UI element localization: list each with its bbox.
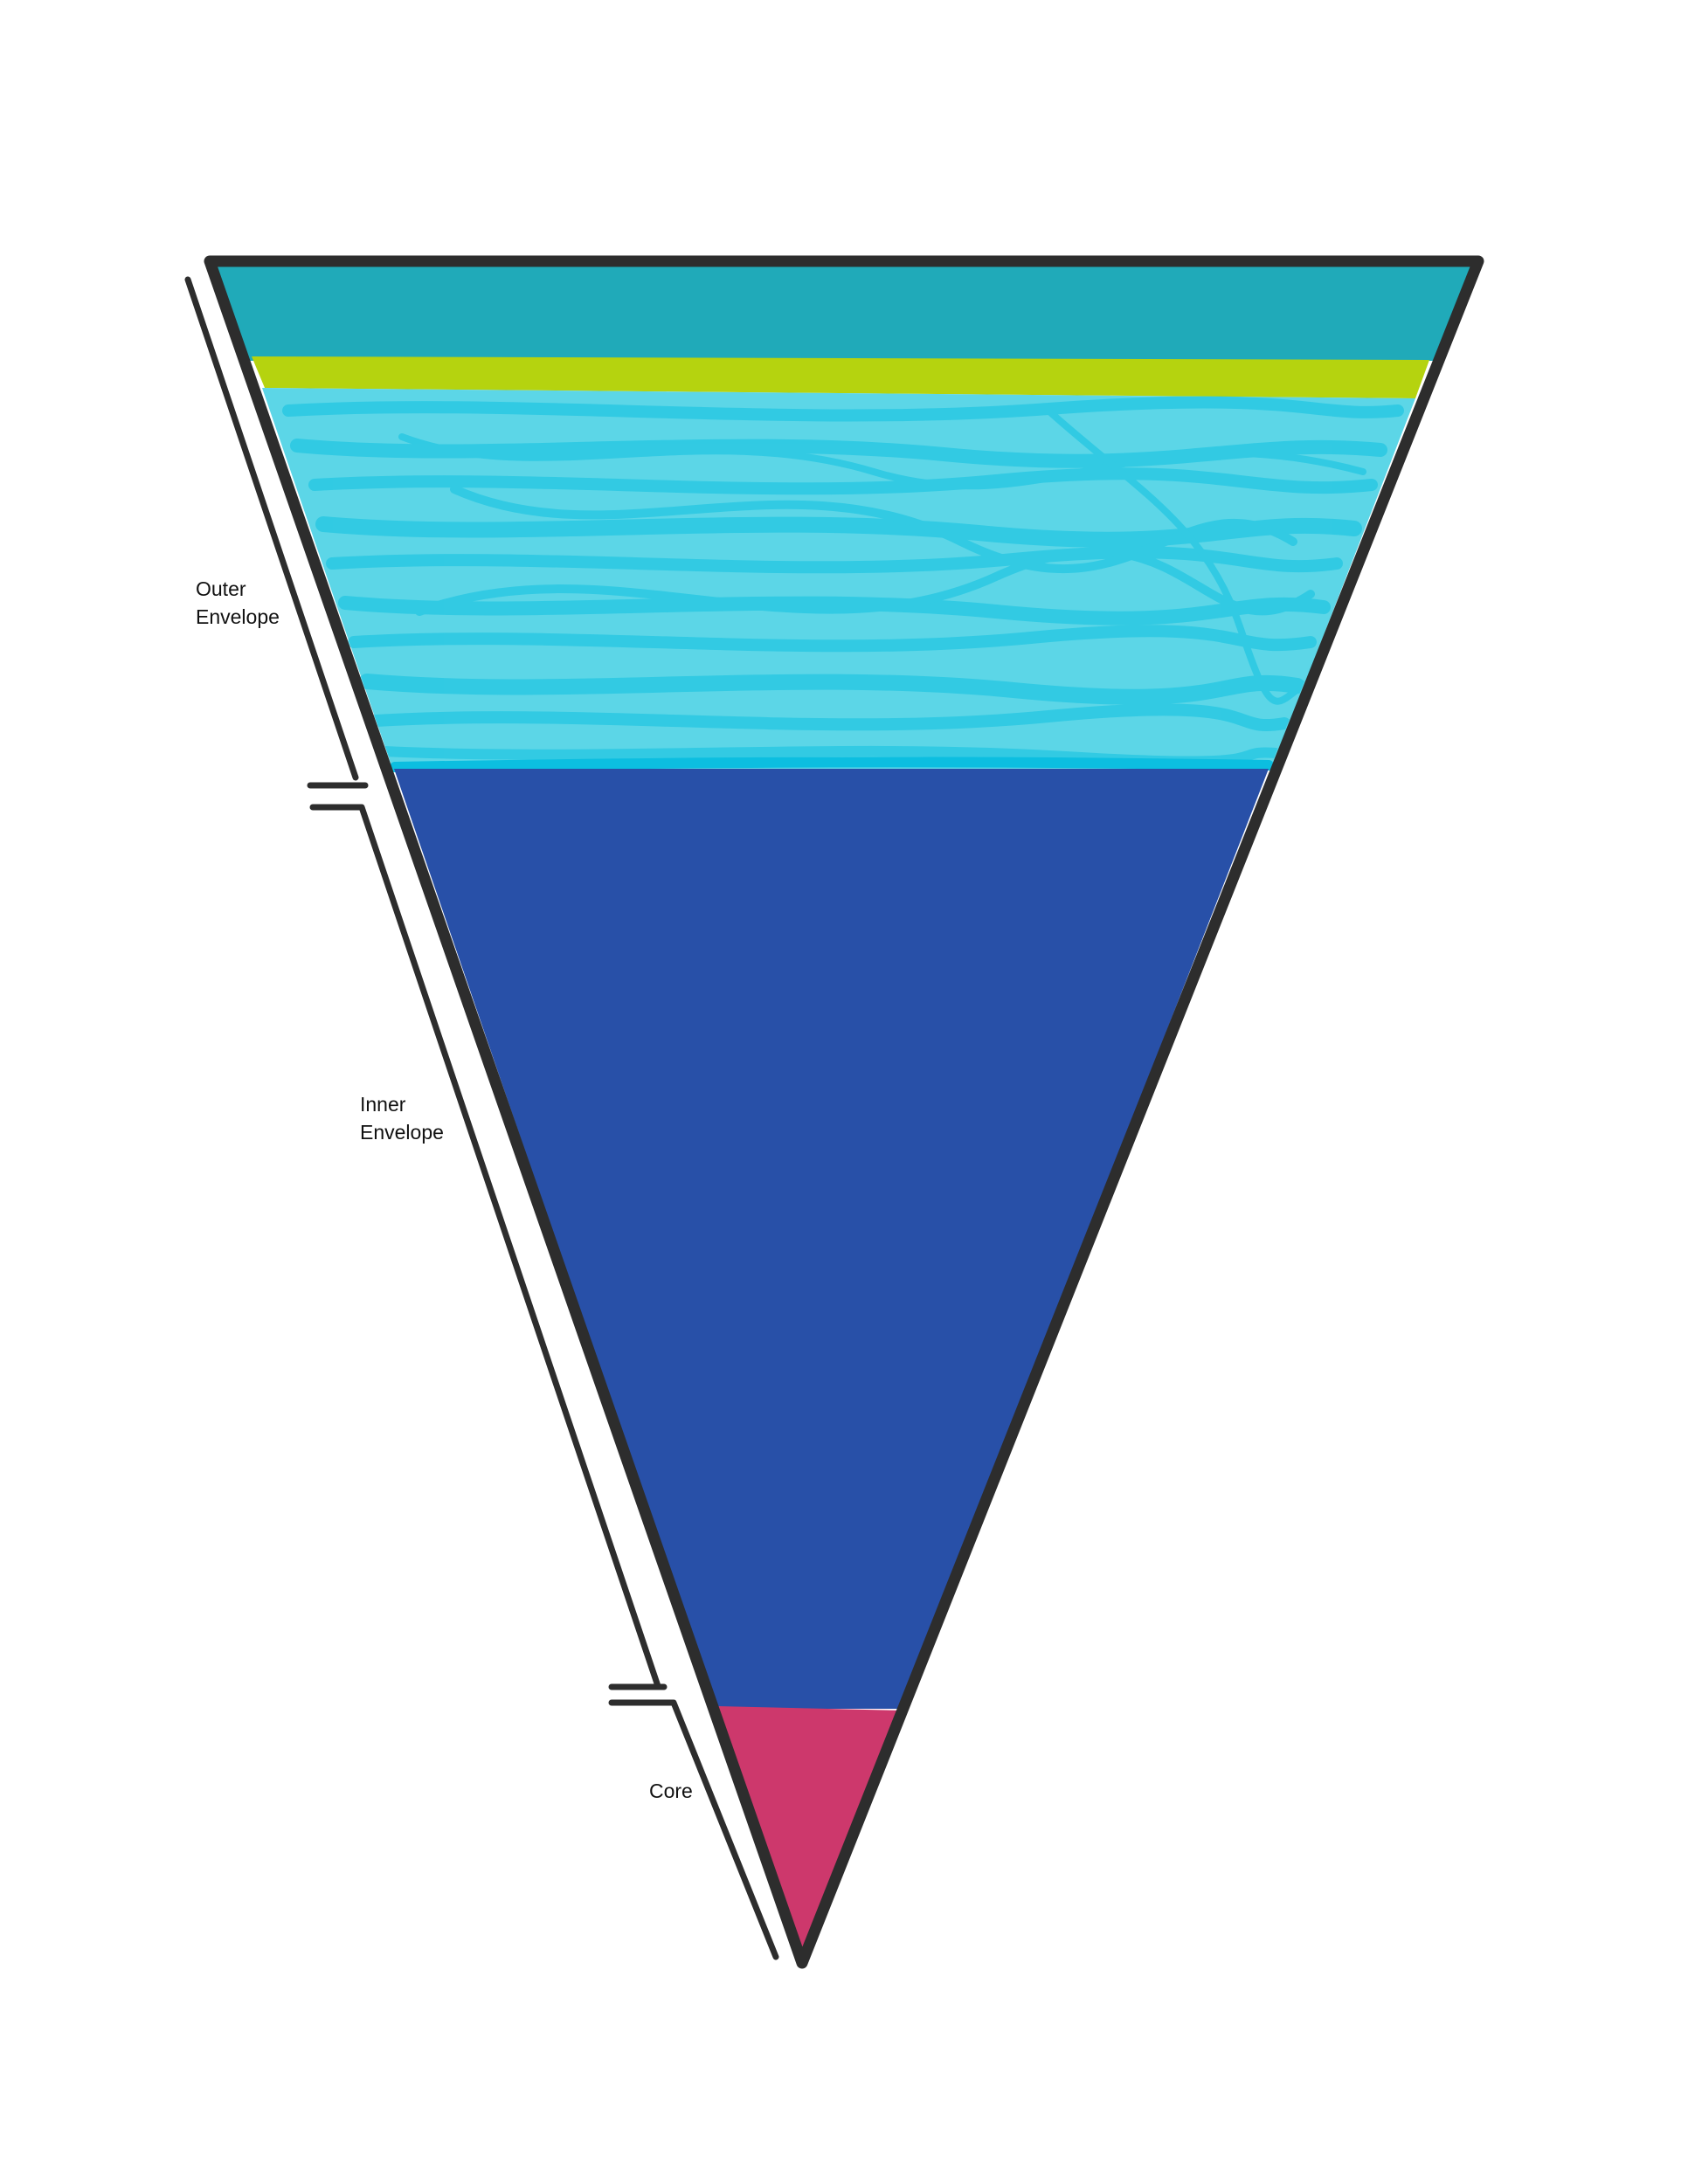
outer-envelope-region xyxy=(262,388,1415,772)
core-bracket xyxy=(608,1699,779,1960)
core-label: Core xyxy=(649,1780,693,1802)
top-band xyxy=(210,261,1478,361)
outer-envelope-label-line1: Outer xyxy=(196,577,246,600)
inner-envelope-label-line2: Envelope xyxy=(360,1121,444,1144)
inner-envelope-region xyxy=(394,769,1269,1709)
core-region xyxy=(716,1706,903,1963)
outer-envelope-bracket xyxy=(184,276,359,781)
wedge-outline xyxy=(204,255,1484,1969)
outer-envelope-label: Outer Envelope xyxy=(196,575,280,631)
layer-brackets xyxy=(184,276,779,1960)
inner-envelope-label: Inner Envelope xyxy=(360,1090,444,1146)
inner-envelope-bracket xyxy=(309,804,661,1690)
thin-band xyxy=(252,356,1429,398)
outer-envelope-label-line2: Envelope xyxy=(196,605,280,628)
inner-envelope-label-line1: Inner xyxy=(360,1093,406,1116)
